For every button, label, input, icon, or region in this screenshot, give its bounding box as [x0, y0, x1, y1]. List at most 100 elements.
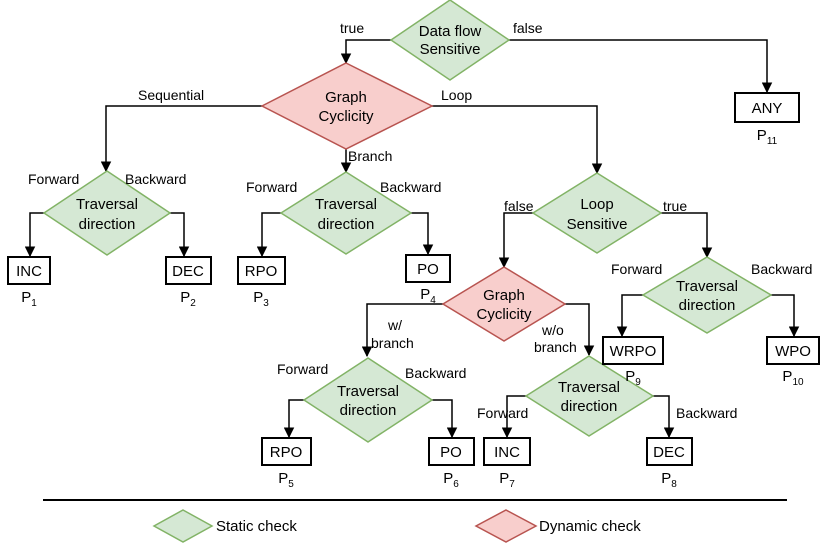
box-dec-2-pindex: P2 [180, 289, 196, 309]
decision-trav-loop-label-1: Traversal [676, 278, 738, 295]
edge-branch-backward [411, 212, 434, 256]
decision-graph-mid-label-1: Graph [483, 287, 525, 304]
edge-seq-backward [170, 212, 190, 258]
edge-label-branch: Branch [348, 148, 392, 164]
box-po-6-label: PO [440, 444, 462, 461]
box-wpo-10-pindex: P10 [782, 368, 804, 388]
decision-trav-wobranch-label-1: Traversal [558, 379, 620, 396]
box-any-pindex: P11 [757, 127, 778, 147]
legend-dynamic-label: Dynamic check [539, 518, 641, 535]
decision-traversal-with-branch [302, 357, 434, 443]
decision-graph-cyclicity-mid [441, 266, 567, 342]
decision-loop-label-2: Sensitive [567, 216, 628, 233]
edge-label-without-branch-1: w/o [541, 322, 564, 338]
decision-dataflow-label-2: Sensitive [420, 41, 481, 58]
legend-static-label: Static check [216, 518, 297, 535]
edge-label-backward-branch: Backward [380, 179, 441, 195]
edge-with-branch [361, 303, 443, 358]
decision-nodes: Data flow Sensitive Graph Cyclicity Trav… [42, 0, 773, 443]
edge-true-to-graph [340, 39, 391, 65]
edge-wbranch-forward [283, 399, 304, 439]
box-po-6-pindex: P6 [443, 470, 459, 490]
box-wrpo-9 [602, 336, 664, 365]
edge-label-forward-wbranch: Forward [277, 361, 328, 377]
box-rpo-3-pindex: P3 [253, 289, 269, 309]
edge-without-branch [565, 303, 595, 357]
edge-label-sequential: Sequential [138, 87, 204, 103]
box-dec-2-label: DEC [172, 263, 204, 280]
decision-trav-seq-label-2: direction [79, 216, 136, 233]
decision-traversal-without-branch [524, 355, 655, 437]
edge-loop [432, 105, 603, 175]
edge-label-backward-seq: Backward [125, 171, 186, 187]
box-dec-8-label: DEC [653, 444, 685, 461]
box-inc-7 [483, 437, 531, 466]
box-wpo-10 [766, 336, 820, 365]
edge-sequential [100, 105, 262, 173]
edge-label-with-branch-1: w/ [387, 317, 402, 333]
box-wrpo-9-pindex: P9 [625, 368, 641, 388]
box-inc-7-label: INC [494, 444, 520, 461]
box-po-4-pindex: P4 [420, 286, 436, 306]
edge-branch-forward [256, 212, 281, 258]
edge-label-backward-wbranch: Backward [405, 365, 466, 381]
edge-label-forward-loop: Forward [611, 261, 662, 277]
box-wpo-10-label: WPO [775, 343, 811, 360]
box-any [734, 92, 800, 123]
edge-label-false-2: false [504, 198, 534, 214]
box-rpo-3-label: RPO [245, 263, 278, 280]
box-po-4-label: PO [417, 261, 439, 278]
edge-wobranch-forward [501, 395, 526, 439]
box-dec-8-pindex: P8 [661, 470, 677, 490]
box-any-label: ANY [752, 100, 783, 117]
decision-graph-cyclicity-top [260, 62, 434, 150]
decision-graph-top-label-1: Graph [325, 89, 367, 106]
edge-label-forward-seq: Forward [28, 171, 79, 187]
box-rpo-5-label: RPO [270, 444, 303, 461]
edge-loop-backward [771, 294, 800, 338]
edge-label-without-branch-2: branch [534, 339, 577, 355]
edge-wbranch-backward [432, 399, 458, 439]
decision-loop-label-1: Loop [580, 196, 613, 213]
box-inc-7-pindex: P7 [499, 470, 515, 490]
decision-trav-seq-label-1: Traversal [76, 196, 138, 213]
edge-loop-false [498, 212, 533, 269]
decision-trav-branch-label-2: direction [318, 216, 375, 233]
box-inc-1-label: INC [16, 263, 42, 280]
edges [24, 39, 800, 439]
legend: Static check Dynamic check [152, 509, 641, 543]
box-po-4 [405, 254, 451, 283]
box-dec-8 [646, 437, 693, 466]
legend-dynamic-swatch [474, 509, 538, 543]
box-inc-1 [7, 256, 51, 285]
edge-label-false-1: false [513, 20, 543, 36]
legend-static-swatch [152, 509, 214, 543]
edge-loop-forward [616, 294, 643, 338]
decision-graph-top-label-2: Cyclicity [319, 108, 374, 125]
box-po-6 [428, 437, 475, 466]
box-rpo-5-pindex: P5 [278, 470, 294, 490]
decision-trav-wobranch-label-2: direction [561, 398, 618, 415]
edge-label-with-branch-2: branch [371, 335, 414, 351]
edge-wobranch-backward [653, 395, 675, 439]
decision-trav-branch-label-1: Traversal [315, 196, 377, 213]
box-rpo-3 [237, 256, 286, 285]
edge-seq-forward [24, 212, 44, 258]
decision-loop-sensitive [531, 172, 663, 254]
decision-graph-mid-label-2: Cyclicity [477, 306, 532, 323]
decision-dataflow-sensitive [389, 0, 511, 81]
edge-loop-true [661, 212, 713, 259]
edge-false-to-any [509, 39, 773, 94]
decision-traversal-loop [641, 256, 773, 334]
edge-label-loop: Loop [441, 87, 472, 103]
decision-dataflow-label-1: Data flow [419, 23, 482, 40]
edge-label-forward-wobranch: Forward [477, 405, 528, 421]
decision-trav-wbranch-label-1: Traversal [337, 383, 399, 400]
result-boxes: ANY P11 INC P1 DEC P2 RPO P3 PO P4 WRPO … [7, 92, 820, 490]
box-rpo-5 [261, 437, 312, 466]
decision-trav-loop-label-2: direction [679, 297, 736, 314]
edge-labels: true false Sequential Loop Branch Forwar… [28, 20, 812, 421]
decision-traversal-branch [279, 171, 413, 255]
decision-traversal-sequential [42, 170, 172, 256]
